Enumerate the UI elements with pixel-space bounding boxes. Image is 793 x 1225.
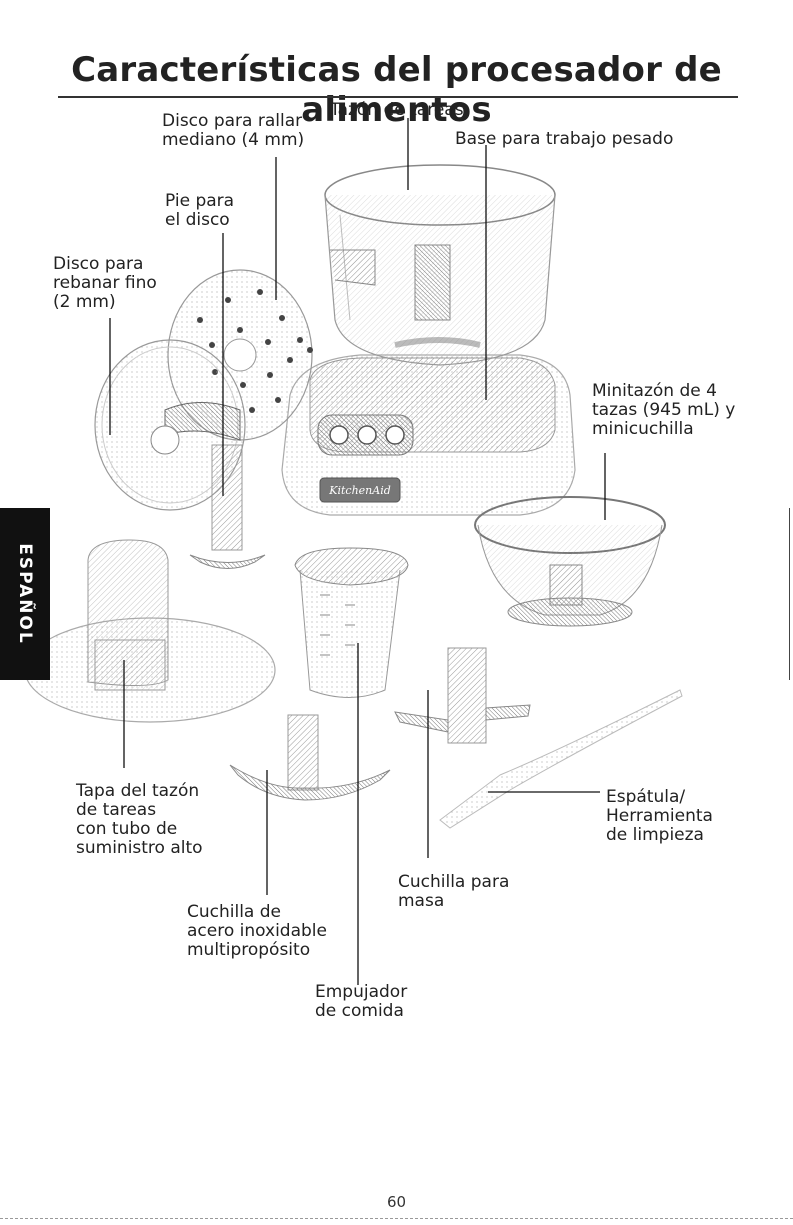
heavy-duty-base: KitchenAid <box>281 354 576 516</box>
language-side-tab: ESPAÑOL <box>0 508 50 680</box>
slicing-disc <box>94 339 246 511</box>
label-heavy-duty-base: Base para trabajo pesado <box>455 129 674 149</box>
kitchenaid-logo: KitchenAid <box>328 484 391 497</box>
spatula <box>439 689 683 829</box>
leader-lines <box>109 118 606 985</box>
work-bowl <box>324 164 556 366</box>
title-rule <box>58 96 738 98</box>
page-edge-mark <box>789 508 790 680</box>
dough-blade <box>394 647 531 744</box>
side-tab-label: ESPAÑOL <box>15 543 35 645</box>
multipurpose-blade <box>229 714 391 801</box>
bottom-edge <box>0 1218 793 1219</box>
label-work-bowl: Tazón de tareas <box>330 100 464 120</box>
work-bowl-lid <box>24 539 276 723</box>
disc-stem <box>189 444 266 569</box>
page-number: 60 <box>386 1193 407 1211</box>
food-pusher <box>294 547 409 698</box>
mini-bowl <box>474 496 666 627</box>
